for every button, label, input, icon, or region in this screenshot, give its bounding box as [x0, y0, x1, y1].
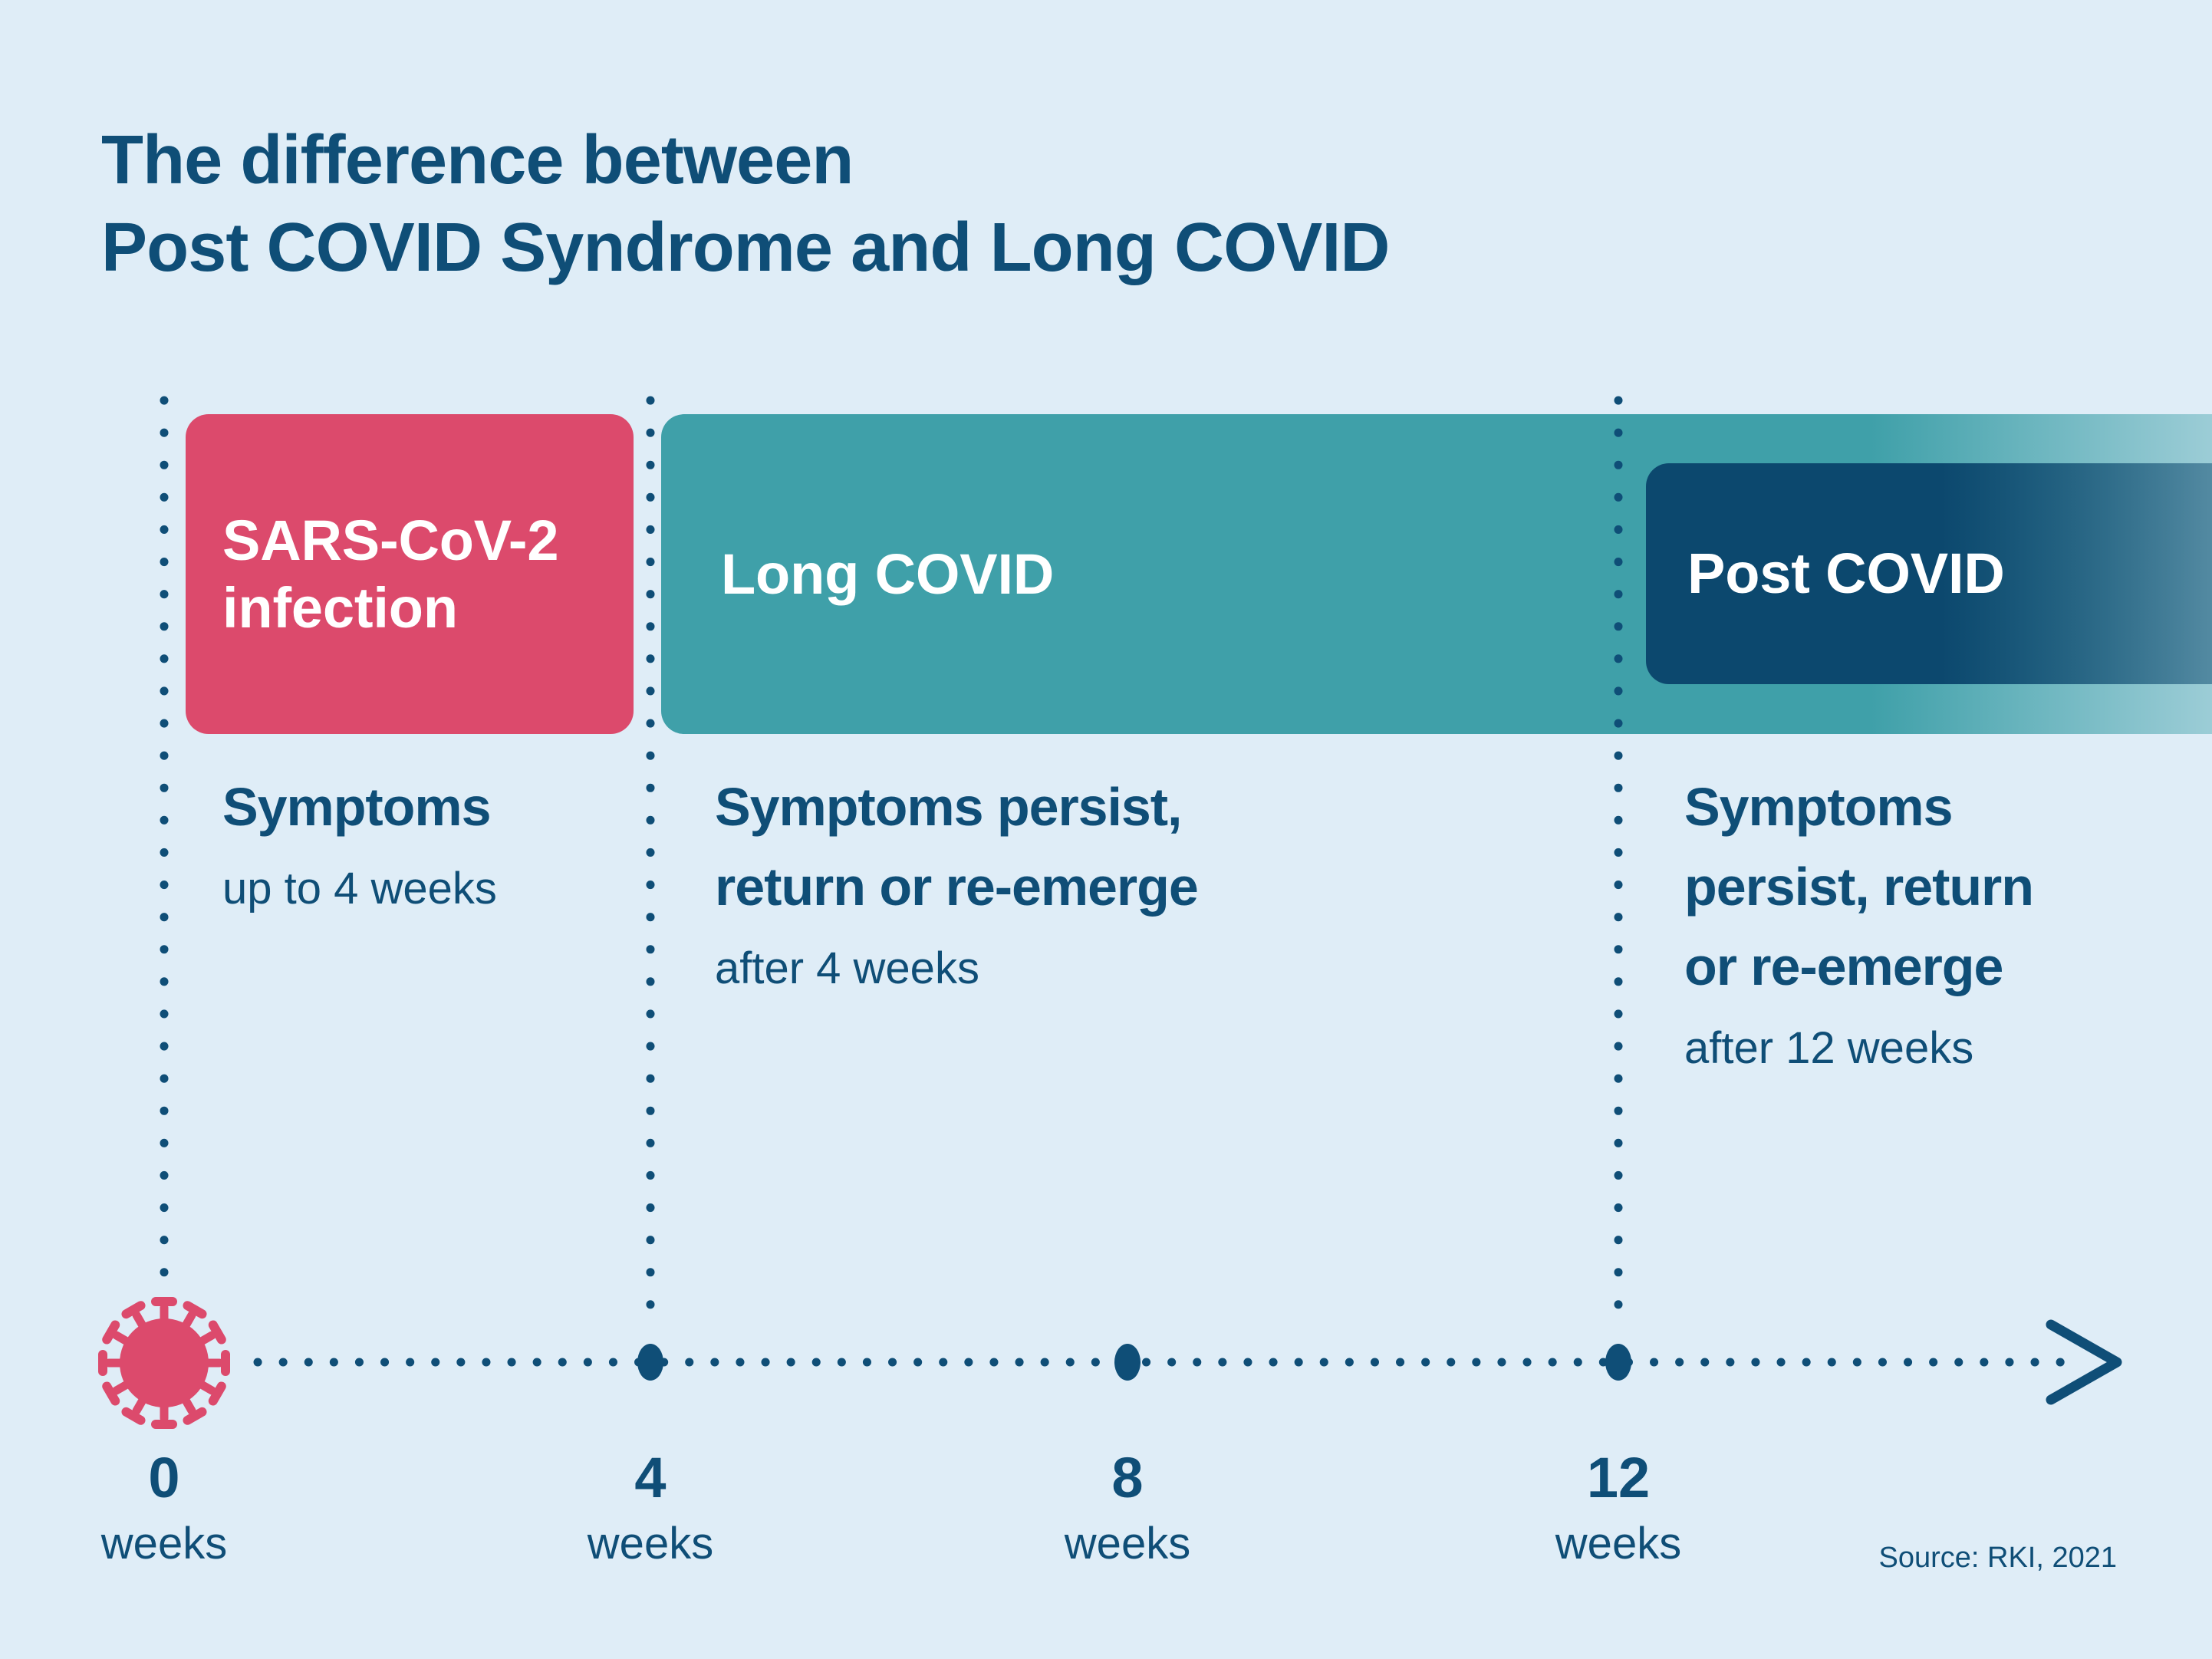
tick-value-8: 8 — [1111, 1446, 1144, 1509]
page-title-line1: The difference between — [101, 122, 854, 199]
annotation-long-heading-line2: return or re-emerge — [715, 857, 1199, 917]
source-credit: Source: RKI, 2021 — [1878, 1542, 2117, 1574]
tick-label-8-weeks: 8 weeks — [974, 1442, 1281, 1569]
page-title: The difference between Post COVID Syndro… — [101, 117, 1390, 291]
annotation-post-heading-line1: Symptoms — [1684, 777, 1954, 837]
tick-value-12: 12 — [1586, 1446, 1651, 1509]
page-title-line2: Post COVID Syndrome and Long COVID — [101, 209, 1390, 287]
coronavirus-icon — [98, 1297, 230, 1429]
tick-label-4-weeks: 4 weeks — [497, 1442, 804, 1569]
tick-unit-4: weeks — [587, 1519, 714, 1568]
annotation-long-heading-line1: Symptoms persist, — [715, 777, 1183, 837]
tick-unit-0: weeks — [100, 1519, 228, 1568]
tick-value-0: 0 — [148, 1446, 180, 1509]
phase-box-post-covid: Post COVID — [1646, 463, 2212, 684]
arrow-right-icon — [2046, 1319, 2122, 1405]
annotation-long-detail: after 4 weeks — [715, 943, 979, 993]
phase-label-long-covid: Long COVID — [721, 541, 1055, 606]
annotation-post-detail: after 12 weeks — [1684, 1023, 1974, 1073]
phase-label-post-covid: Post COVID — [1687, 541, 2005, 605]
annotation-sars: Symptoms up to 4 weeks — [222, 767, 652, 919]
tick-label-0-weeks: 0 weeks — [11, 1442, 318, 1569]
timeline-dot-4-weeks — [637, 1344, 663, 1381]
tick-label-12-weeks: 12 weeks — [1465, 1442, 1772, 1569]
timeline-dot-12-weeks — [1605, 1344, 1631, 1381]
phase-label-sars-line1: SARS-CoV-2 — [222, 508, 559, 572]
annotation-post-covid: Symptoms persist, return or re-emerge af… — [1684, 767, 2175, 1078]
annotation-sars-detail: up to 4 weeks — [222, 864, 497, 913]
phase-box-sars-cov-2-infection: SARS-CoV-2 infection — [186, 414, 634, 734]
annotation-post-heading-line2: persist, return — [1684, 857, 2034, 917]
annotation-sars-heading: Symptoms — [222, 777, 492, 837]
tick-unit-8: weeks — [1064, 1519, 1191, 1568]
tick-unit-12: weeks — [1555, 1519, 1682, 1568]
annotation-post-heading-line3: or re-emerge — [1684, 936, 2003, 996]
tick-value-4: 4 — [634, 1446, 667, 1509]
timeline-dot-8-weeks — [1114, 1344, 1141, 1381]
annotation-long-covid: Symptoms persist, return or re-emerge af… — [715, 767, 1298, 999]
phase-label-sars-line2: infection — [222, 575, 458, 640]
